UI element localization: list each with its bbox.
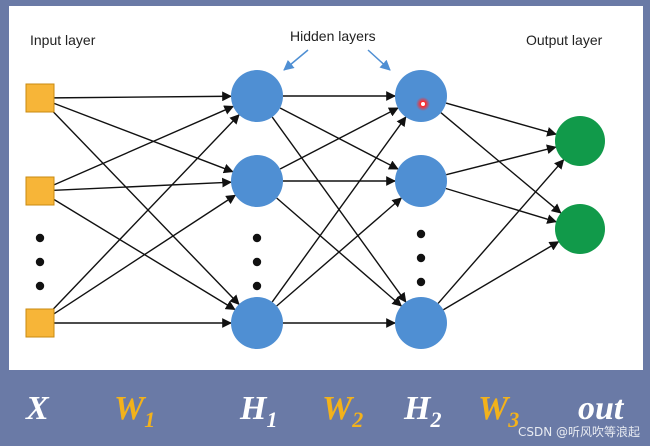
input-node-1	[25, 176, 55, 206]
hidden1-ellipsis-dot-2	[252, 281, 262, 291]
output-node-0	[555, 116, 605, 166]
edge-input-h1-1-1	[53, 177, 233, 192]
hidden-layers-pointer-left	[283, 49, 309, 71]
ellipsis-dots	[35, 229, 426, 291]
symbol-w2: W2	[322, 390, 364, 432]
edge-h2-output-0-1	[440, 112, 562, 214]
edge-h2-output-0-0	[445, 102, 557, 137]
input-node-0	[25, 83, 55, 113]
edge-input-h1-2-0	[49, 114, 240, 314]
symbol-w3: W3	[478, 390, 520, 432]
watermark: CSDN @听风吹等浪起	[517, 425, 640, 439]
edge-h1-h2-1-0	[279, 107, 399, 170]
input-layer-label: Input layer	[30, 32, 96, 48]
edge-h2-output-1-1	[445, 187, 558, 224]
edge-input-h1-1-0	[52, 105, 235, 187]
hidden2-ellipsis-dot-1	[416, 253, 426, 263]
edge-input-h1-0-1	[52, 102, 234, 174]
edge-input-h1-0-0	[53, 91, 232, 102]
symbol-bar	[0, 370, 650, 446]
input-ellipsis-dot-0	[35, 233, 45, 243]
edge-input-h1-1-2	[51, 197, 236, 311]
input-ellipsis-dot-2	[35, 281, 45, 291]
hidden2-node-2	[395, 297, 447, 349]
edge-input-h1-2-1	[51, 194, 237, 316]
hidden2-ellipsis-dot-0	[416, 229, 426, 239]
edge-h2-output-2-1	[443, 241, 560, 311]
edge-input-h1-0-2	[49, 107, 240, 305]
input-node-2	[25, 308, 55, 338]
hidden-layers-pointer-right	[367, 49, 391, 71]
hidden-layers-label: Hidden layers	[290, 28, 376, 44]
edge-h2-output-1-0	[446, 144, 557, 176]
symbol-x: X	[26, 390, 49, 427]
connection-edges	[49, 91, 565, 328]
edge-h1-h2-2-0	[271, 116, 407, 303]
edge-h2-output-2-0	[437, 159, 565, 304]
edge-h1-h2-2-1	[276, 197, 403, 307]
symbol-w1: W1	[114, 390, 156, 432]
symbol-h2: H2	[404, 390, 442, 432]
hidden1-ellipsis-dot-0	[252, 233, 262, 243]
output-node-1	[555, 204, 605, 254]
hidden2-node-1	[395, 155, 447, 207]
cursor-center	[420, 101, 426, 107]
hidden2-ellipsis-dot-2	[416, 277, 426, 287]
hidden1-ellipsis-dot-1	[252, 257, 262, 267]
output-layer-label: Output layer	[526, 32, 603, 48]
hidden1-node-0	[231, 70, 283, 122]
symbol-h1: H1	[240, 390, 278, 432]
hidden1-node-2	[231, 297, 283, 349]
symbol-out: out	[578, 390, 624, 427]
hidden2-node-0	[395, 70, 447, 122]
hidden1-node-1	[231, 155, 283, 207]
input-ellipsis-dot-1	[35, 257, 45, 267]
network-nodes	[25, 70, 605, 349]
